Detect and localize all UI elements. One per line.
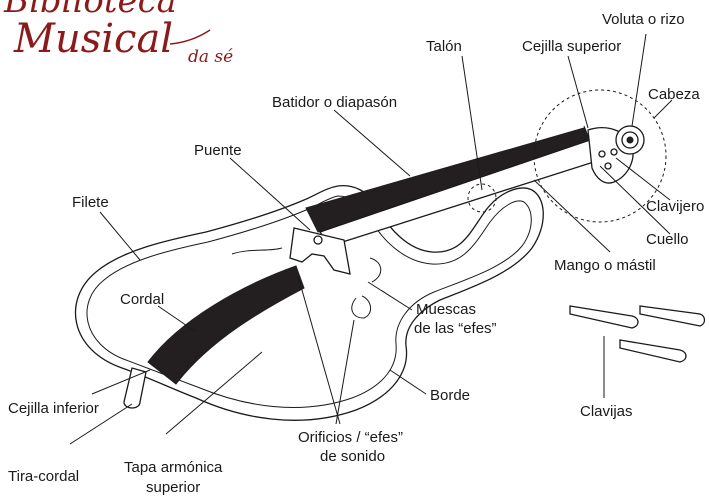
head-dashed-circle xyxy=(533,89,667,223)
tailpiece xyxy=(147,265,305,385)
label-borde: Borde xyxy=(430,387,470,404)
leader-filete xyxy=(99,211,141,261)
fingerboard xyxy=(305,127,591,233)
label-tapa-2: superior xyxy=(146,479,200,496)
label-cuello: Cuello xyxy=(646,231,689,248)
leader-cejilla-superior xyxy=(567,55,589,129)
leader-talon xyxy=(461,55,483,191)
leader-batidor xyxy=(333,109,411,177)
label-cordal: Cordal xyxy=(120,291,164,308)
leader-borde xyxy=(389,369,427,395)
label-clavijero: Clavijero xyxy=(646,198,704,215)
peg-1 xyxy=(569,305,639,329)
purfling xyxy=(86,195,532,408)
logo-flourish xyxy=(169,29,211,45)
pegs-group xyxy=(569,305,706,363)
leader-cordal xyxy=(157,305,197,333)
scroll-eye xyxy=(626,136,634,144)
peg-2 xyxy=(639,305,706,327)
pegbox-hole-2 xyxy=(604,162,612,170)
label-cejilla-superior: Cejilla superior xyxy=(522,38,621,55)
leader-clavijero xyxy=(615,157,671,201)
f-hole-lower xyxy=(351,295,371,319)
f-hole-right xyxy=(369,257,382,283)
label-mango: Mango o mástil xyxy=(554,257,656,274)
labels: Voluta o rizo Talón Cejilla superior Cab… xyxy=(8,11,704,496)
label-orificios-1: Orificios / “efes” xyxy=(298,429,403,446)
violin-body xyxy=(74,89,667,421)
label-muescas-2: de las “efes” xyxy=(414,320,497,337)
logo-line1: Biblioteca xyxy=(3,0,177,21)
label-clavijas: Clavijas xyxy=(580,403,633,420)
label-batidor: Batidor o diapasón xyxy=(272,94,397,111)
leader-mango xyxy=(533,179,611,253)
peg-3 xyxy=(619,339,687,363)
label-cejilla-inferior: Cejilla inferior xyxy=(8,400,99,417)
leader-cuello xyxy=(599,165,671,235)
label-filete: Filete xyxy=(72,194,109,211)
leader-orificios-2 xyxy=(297,275,341,425)
leader-lines xyxy=(69,33,673,445)
logo-line2: Musical xyxy=(13,16,173,62)
leader-muescas xyxy=(367,281,413,311)
heel-dashed-circle xyxy=(467,183,497,213)
leader-cabeza xyxy=(653,99,673,119)
label-talon: Talón xyxy=(426,38,462,55)
label-tapa-1: Tapa armónica xyxy=(124,459,223,476)
leader-cejilla-inferior xyxy=(91,369,151,395)
label-voluta: Voluta o rizo xyxy=(602,11,685,28)
bridge xyxy=(289,227,351,275)
label-puente: Puente xyxy=(194,142,242,159)
label-orificios-2: de sonido xyxy=(320,448,385,465)
pegbox-hole-3 xyxy=(610,148,618,156)
label-cabeza: Cabeza xyxy=(648,86,700,103)
leader-puente xyxy=(229,157,311,231)
leader-tapa xyxy=(165,351,263,435)
leader-orificios xyxy=(335,319,355,425)
logo: Biblioteca Musical da sé xyxy=(3,0,233,67)
logo-line3: da sé xyxy=(188,47,233,67)
label-tira-cordal: Tira-cordal xyxy=(8,468,79,485)
pegbox-hole-1 xyxy=(598,150,606,158)
leader-voluta xyxy=(631,33,647,127)
leader-tira-cordal xyxy=(69,403,133,445)
f-hole-upper xyxy=(231,247,283,255)
label-muescas-1: Muescas xyxy=(416,301,476,318)
bridge-heart xyxy=(313,235,323,245)
end-button xyxy=(123,367,147,409)
